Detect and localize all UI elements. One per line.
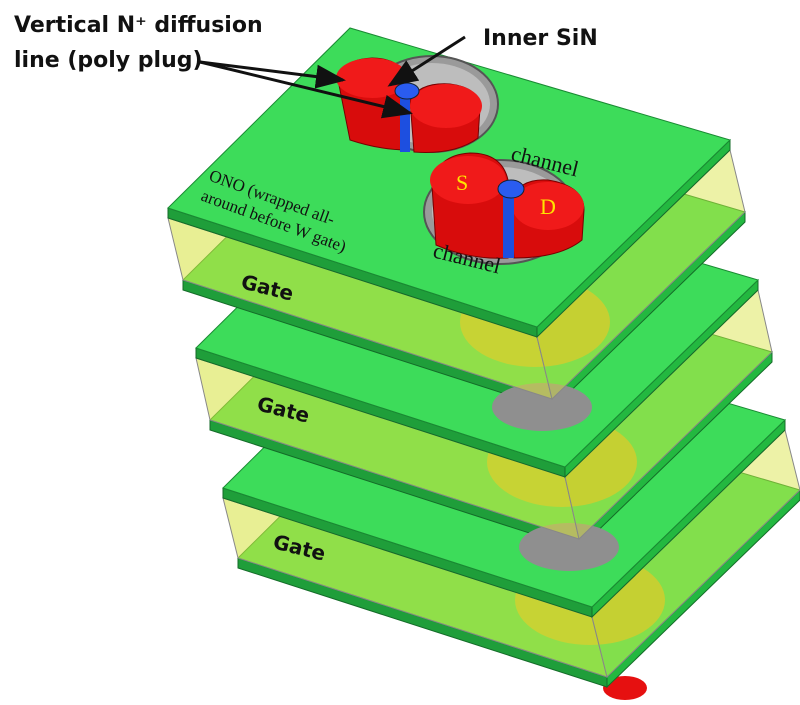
drain-label: D bbox=[540, 194, 556, 219]
layer-stack bbox=[167, 27, 800, 700]
diffusion-label-line1: Vertical N⁺ diffusion bbox=[14, 13, 263, 38]
arrow-to-right-plug bbox=[199, 60, 413, 119]
arrow-to-inner-sin bbox=[387, 35, 466, 87]
inner-sin-label: Inner SiN bbox=[483, 26, 598, 51]
plug-right bbox=[423, 152, 585, 265]
bottom-plug bbox=[603, 676, 647, 700]
interlayer-cylinder bbox=[519, 523, 619, 571]
interlayer-cylinder bbox=[492, 383, 592, 431]
plug-left bbox=[336, 55, 499, 153]
arrow-to-left-plug bbox=[199, 60, 346, 89]
source-label: S bbox=[456, 170, 468, 195]
diffusion-label-line2: line (poly plug) bbox=[14, 48, 203, 73]
